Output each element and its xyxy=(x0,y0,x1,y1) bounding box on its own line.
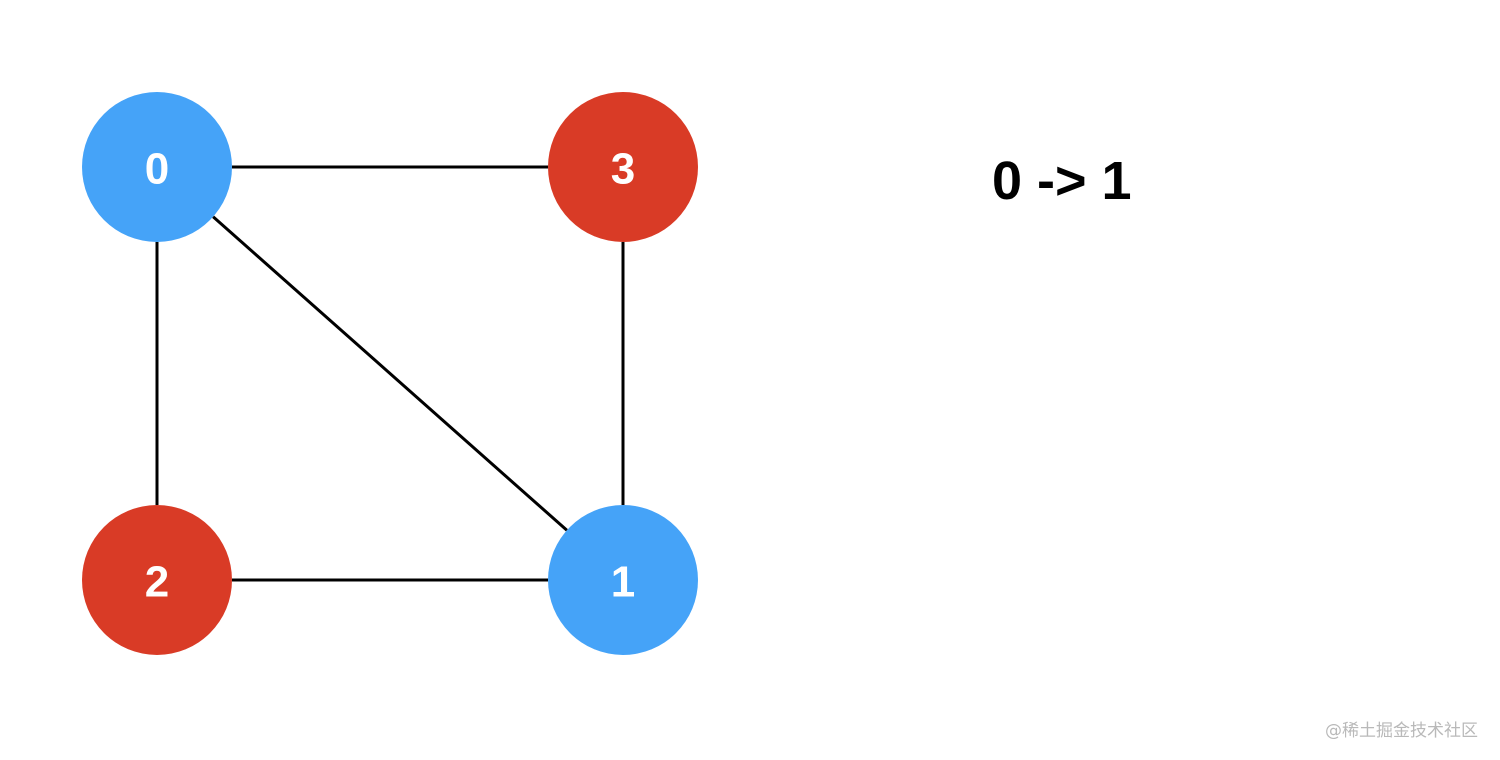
node-label-0: 0 xyxy=(145,145,169,194)
node-1: 1 xyxy=(548,505,698,655)
step-label: 0 -> 1 xyxy=(992,151,1132,211)
node-circle-0 xyxy=(82,92,232,242)
node-label-3: 3 xyxy=(611,145,635,194)
node-0: 0 xyxy=(82,92,232,242)
node-circle-3 xyxy=(548,92,698,242)
node-3: 3 xyxy=(548,92,698,242)
nodes-layer: 0 1 2 3 xyxy=(82,92,698,655)
edges-layer xyxy=(155,165,625,582)
node-circle-2 xyxy=(82,505,232,655)
edge-0-1 xyxy=(212,215,568,532)
node-circle-1 xyxy=(548,505,698,655)
node-2: 2 xyxy=(82,505,232,655)
node-label-2: 2 xyxy=(145,558,169,607)
node-label-1: 1 xyxy=(611,558,635,607)
watermark: @稀土掘金技术社区 xyxy=(1325,721,1478,741)
